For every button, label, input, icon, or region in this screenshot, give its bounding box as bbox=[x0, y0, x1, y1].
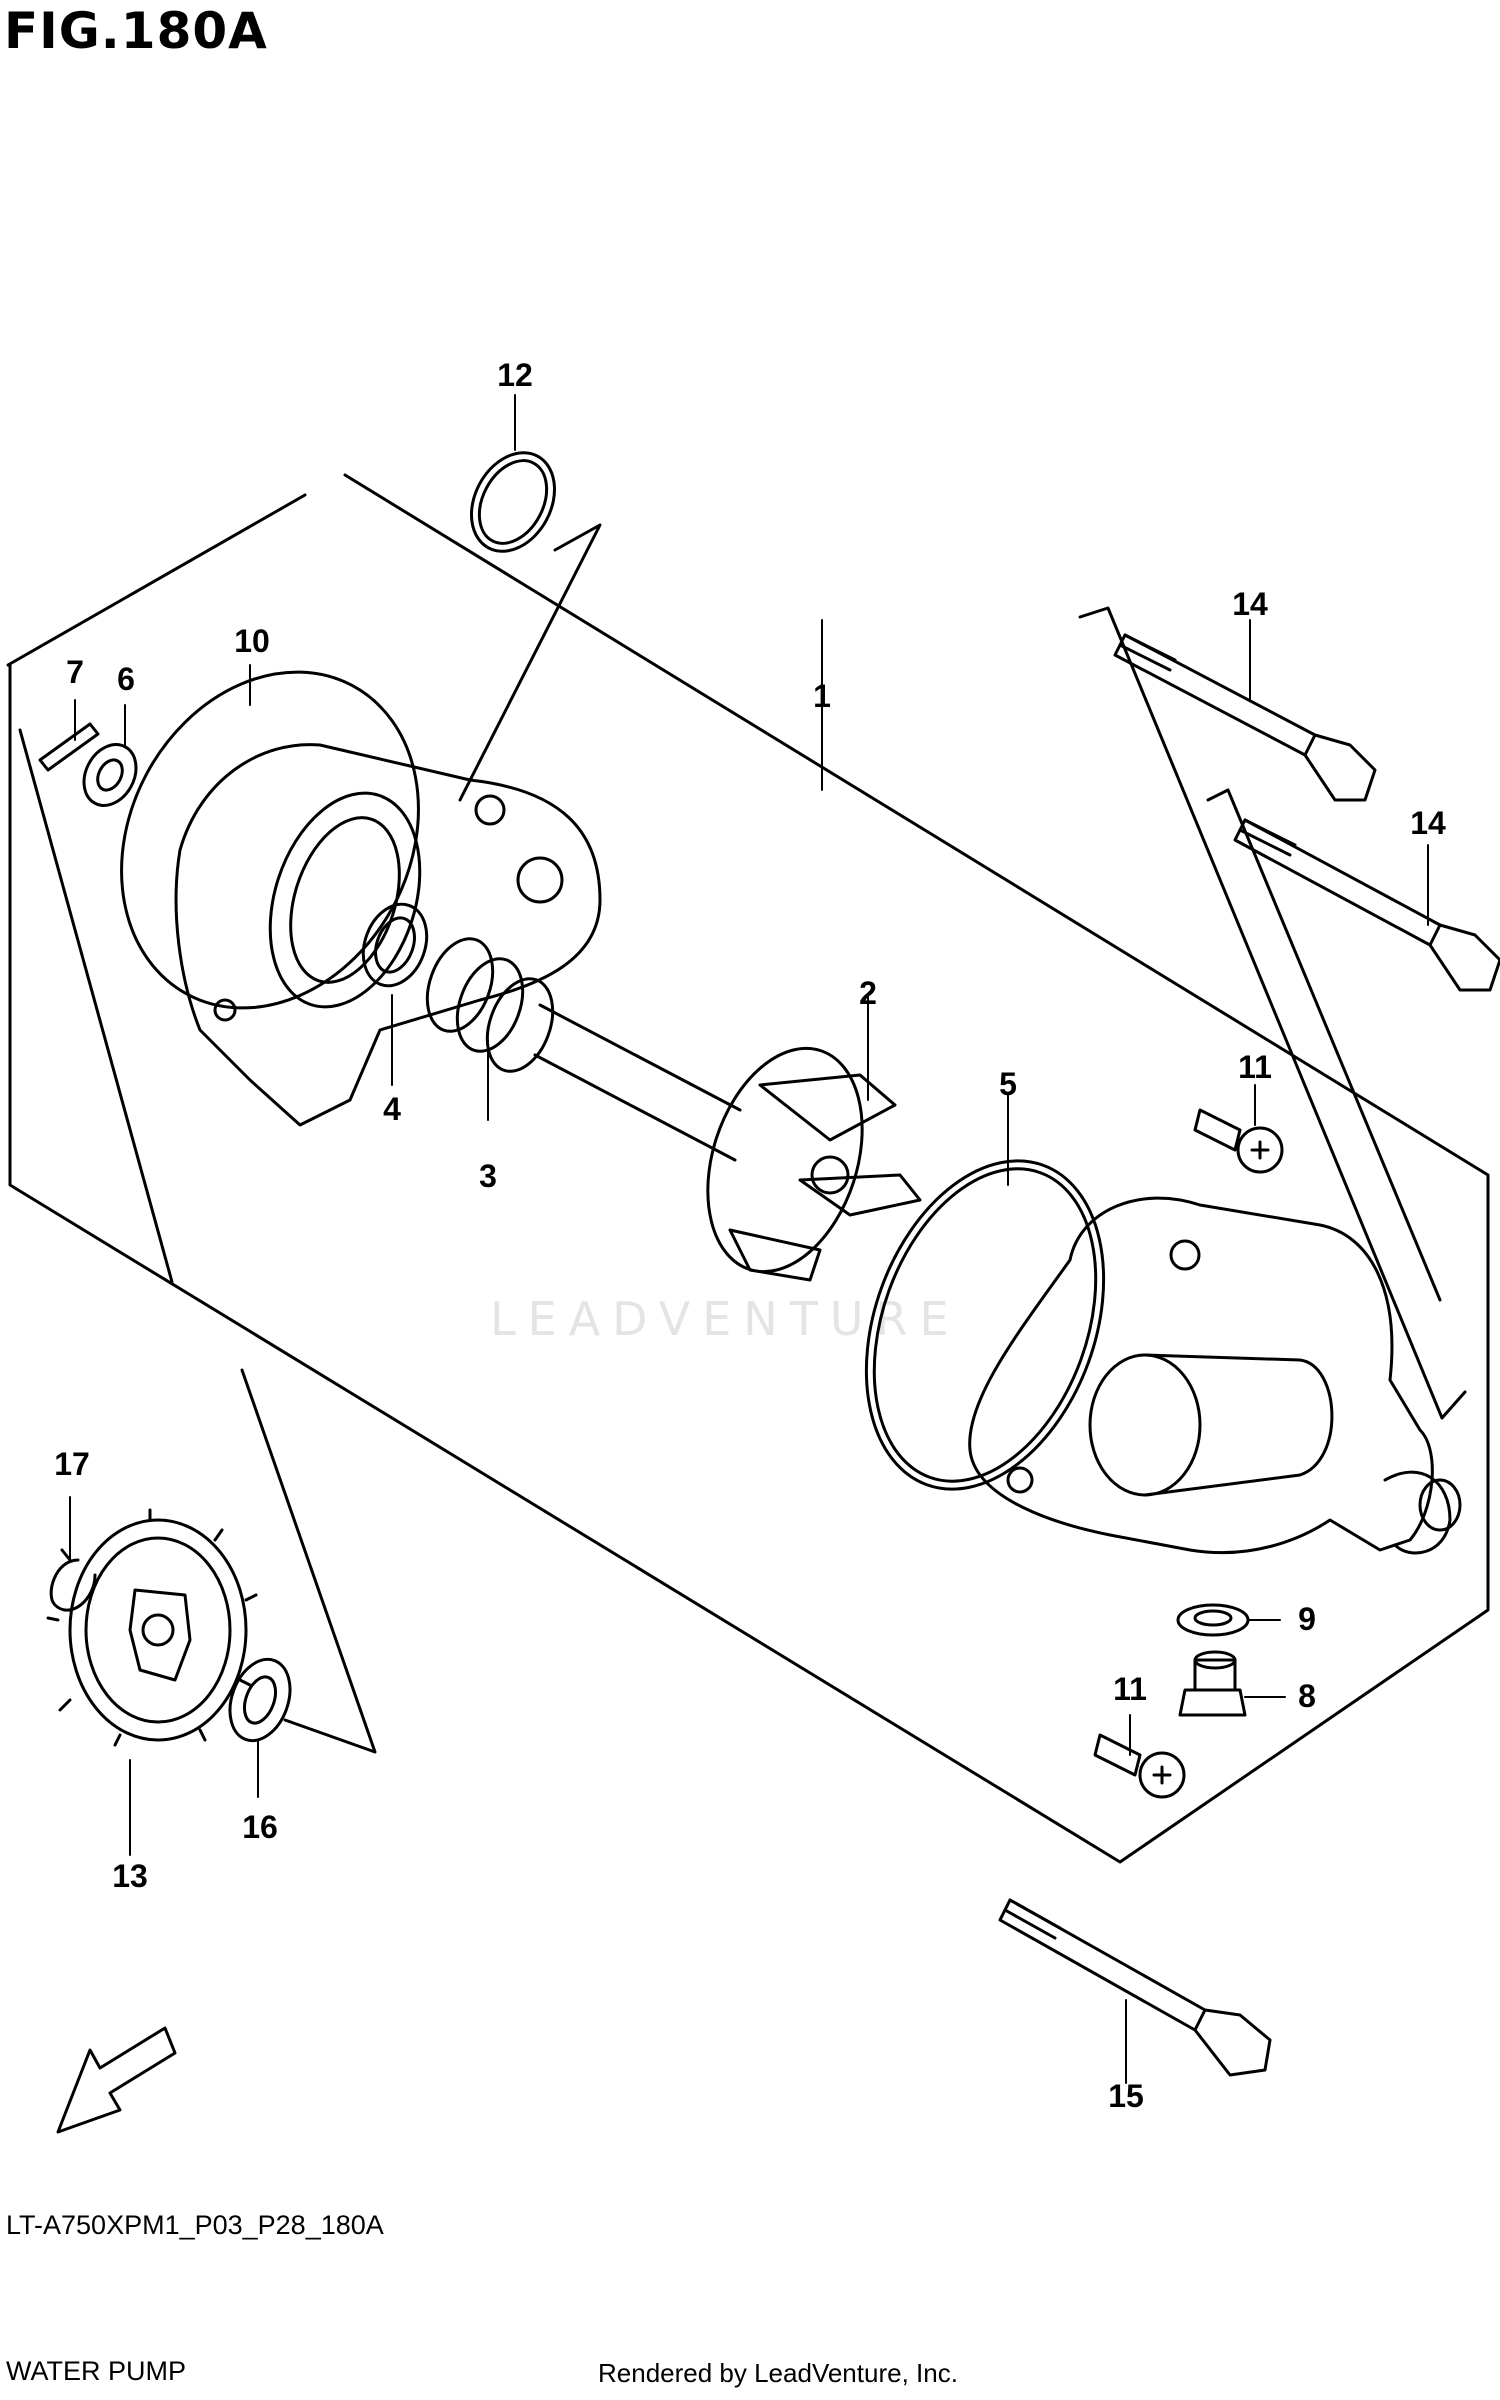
pump-cover bbox=[968, 1196, 1462, 1555]
seal-4 bbox=[361, 902, 429, 988]
screw-11-lower bbox=[1093, 1733, 1186, 1799]
diagram-code: LT-A750XPM1_P03_P28_180A bbox=[6, 2210, 384, 2240]
callout-3: 3 bbox=[479, 1158, 497, 1194]
rendered-by-credit: Rendered by LeadVenture, Inc. bbox=[598, 2358, 958, 2388]
gear-12 bbox=[46, 1508, 258, 1747]
callout-2: 2 bbox=[859, 975, 877, 1011]
callout-16: 16 bbox=[242, 1809, 278, 1845]
callout-14-lower: 14 bbox=[1410, 805, 1446, 841]
diagram-caption: WATER PUMP bbox=[6, 2356, 186, 2386]
callout-10: 10 bbox=[234, 623, 270, 659]
screw-11-upper bbox=[1193, 1108, 1284, 1174]
callout-12: 13 bbox=[112, 1858, 148, 1894]
gear-bracket bbox=[18, 728, 377, 1754]
circlip-17 bbox=[49, 1558, 97, 1612]
plug-bolt-8 bbox=[1178, 1650, 1247, 1717]
impeller-2 bbox=[706, 1046, 922, 1282]
bolt-14-lower bbox=[1233, 818, 1500, 992]
callout-6: 6 bbox=[117, 661, 135, 697]
callout-9: 9 bbox=[1298, 1601, 1316, 1637]
bolt-14-upper bbox=[1113, 633, 1377, 802]
o-ring-5 bbox=[864, 1159, 1106, 1491]
callout-11-upper: 11 bbox=[1238, 1049, 1272, 1085]
bolt-15 bbox=[998, 1898, 1272, 2077]
callout-4: 4 bbox=[383, 1091, 401, 1127]
callout-14-upper: 14 bbox=[1232, 586, 1268, 622]
callout-5: 5 bbox=[999, 1066, 1017, 1102]
seal-bracket bbox=[458, 523, 602, 802]
assembly-outline bbox=[6, 473, 1490, 1864]
callout-13: 12 bbox=[497, 357, 533, 393]
washer-16 bbox=[228, 1657, 292, 1743]
callout-11-lower: 11 bbox=[1113, 1671, 1147, 1707]
bolt-bracket-upper bbox=[1078, 606, 1467, 1420]
callout-17: 17 bbox=[54, 1446, 90, 1482]
callout-15: 15 bbox=[1108, 2078, 1144, 2114]
callout-7: 7 bbox=[66, 654, 84, 690]
o-ring-13 bbox=[470, 451, 556, 553]
pump-housing bbox=[174, 743, 602, 1127]
fwd-arrow-icon bbox=[56, 2026, 177, 2134]
pin-7 bbox=[38, 722, 100, 772]
callout-8: 8 bbox=[1298, 1678, 1316, 1714]
washer-6 bbox=[82, 743, 138, 807]
callout-1: 1 bbox=[813, 678, 831, 714]
mechanical-seal-3 bbox=[425, 937, 742, 1162]
figure-title: FIG.180A bbox=[4, 2, 268, 60]
